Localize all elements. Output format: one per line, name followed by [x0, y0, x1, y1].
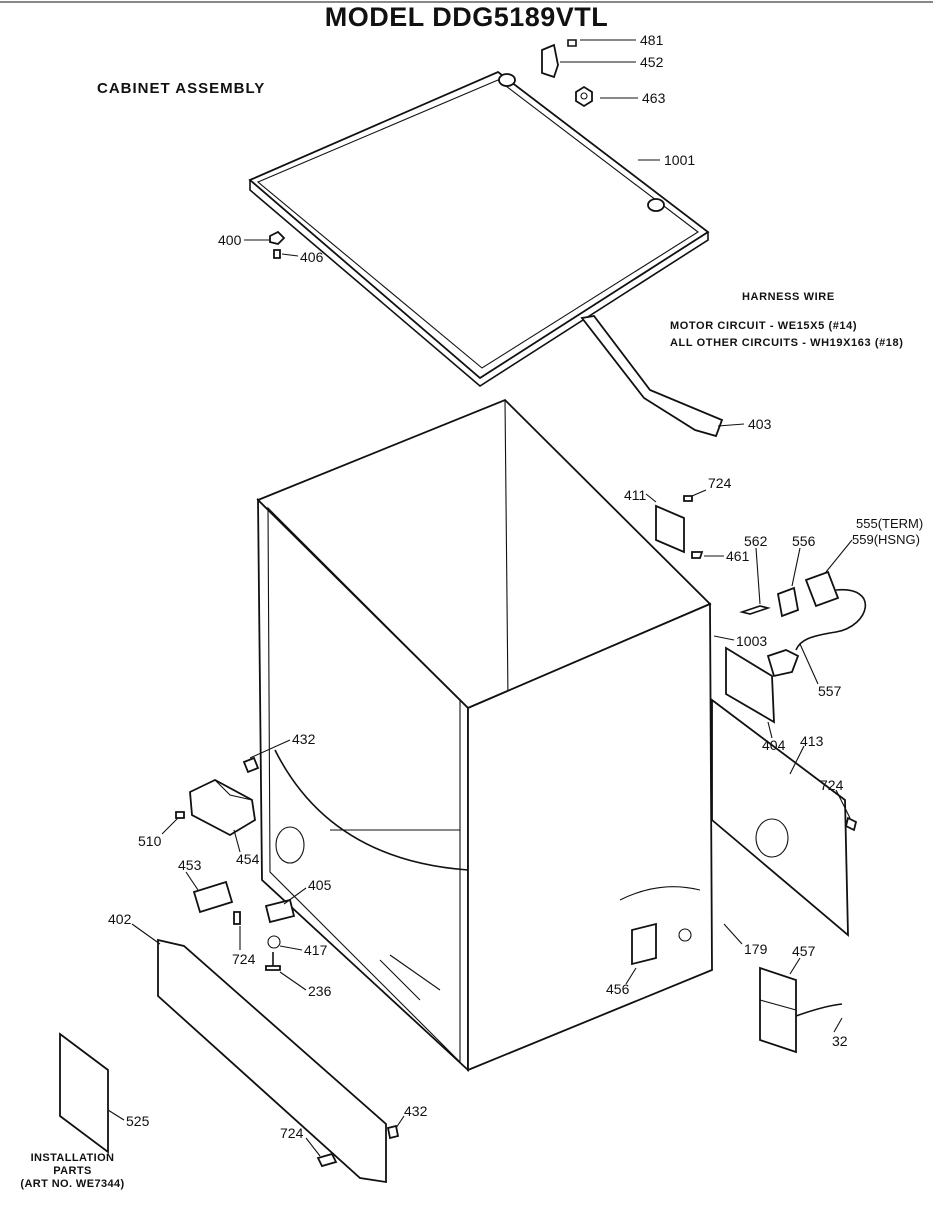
part-label-404: 404: [762, 737, 786, 753]
part-label-724-bottom: 724: [232, 951, 256, 967]
part-label-236: 236: [308, 983, 332, 999]
part-label-562: 562: [744, 533, 768, 549]
bracket-456: [631, 922, 657, 966]
part-label-413: 413: [800, 733, 824, 749]
part-label-510: 510: [138, 833, 162, 849]
part-label-1003: 1003: [736, 633, 767, 649]
kickplate-402: [157, 938, 400, 1184]
terminal-block-457: [759, 966, 843, 1054]
part-label-461: 461: [726, 548, 750, 564]
part-label-406: 406: [300, 249, 324, 265]
part-label-456: 456: [606, 981, 630, 997]
installation-parts-note: INSTALLATION PARTS (ART NO. WE7344): [10, 1152, 135, 1191]
part-label-457: 457: [792, 943, 816, 959]
installation-line-2: PARTS: [53, 1165, 92, 1177]
part-label-411: 411: [624, 487, 647, 503]
rear-panel-413: [711, 698, 858, 937]
left-side-parts: [175, 756, 296, 971]
part-label-481: 481: [640, 32, 664, 48]
part-label-403: 403: [748, 416, 772, 432]
leader-lines: [107, 39, 853, 1157]
top-panel: [248, 70, 710, 387]
part-label-1001: 1001: [664, 152, 695, 168]
installation-line-3: (ART NO. WE7344): [20, 1178, 125, 1190]
part-label-556: 556: [792, 533, 816, 549]
part-label-402: 402: [108, 911, 132, 927]
part-label-724-top: 724: [708, 475, 732, 491]
part-label-724-kick: 724: [280, 1125, 304, 1141]
part-label-405: 405: [308, 877, 332, 893]
part-label-559: 559(HSNG): [852, 532, 920, 547]
part-label-557: 557: [818, 683, 842, 699]
page-title: MODEL DDG5189VTL: [324, 2, 609, 32]
harness-line-other: ALL OTHER CIRCUITS - WH19X163 (#18): [670, 337, 904, 349]
part-label-555: 555(TERM): [856, 516, 923, 531]
harness-heading: HARNESS WIRE: [742, 291, 835, 303]
part-label-417: 417: [304, 942, 328, 958]
part-label-432-left: 432: [292, 731, 316, 747]
strap-403: [580, 315, 724, 438]
harness-line-motor: MOTOR CIRCUIT - WE15X5 (#14): [670, 320, 858, 332]
section-subtitle: CABINET ASSEMBLY: [97, 80, 266, 97]
part-label-400: 400: [218, 232, 242, 248]
part-labels: 481 452 463 1001 400 406 403 724 411 461…: [108, 32, 923, 1141]
plate-411: [655, 504, 685, 554]
top-hardware: [269, 39, 593, 259]
electrical-parts: [739, 570, 867, 678]
installation-line-1: INSTALLATION: [30, 1152, 115, 1164]
part-label-525: 525: [126, 1113, 150, 1129]
part-label-453: 453: [178, 857, 202, 873]
part-label-463: 463: [642, 90, 666, 106]
installation-envelope-525: [59, 1032, 109, 1154]
part-label-452: 452: [640, 54, 664, 70]
part-label-454: 454: [236, 851, 260, 867]
part-label-724-right: 724: [820, 777, 844, 793]
part-label-432-bottom: 432: [404, 1103, 428, 1119]
plate-404: [725, 646, 775, 724]
part-label-179: 179: [744, 941, 768, 957]
part-label-32: 32: [832, 1033, 848, 1049]
